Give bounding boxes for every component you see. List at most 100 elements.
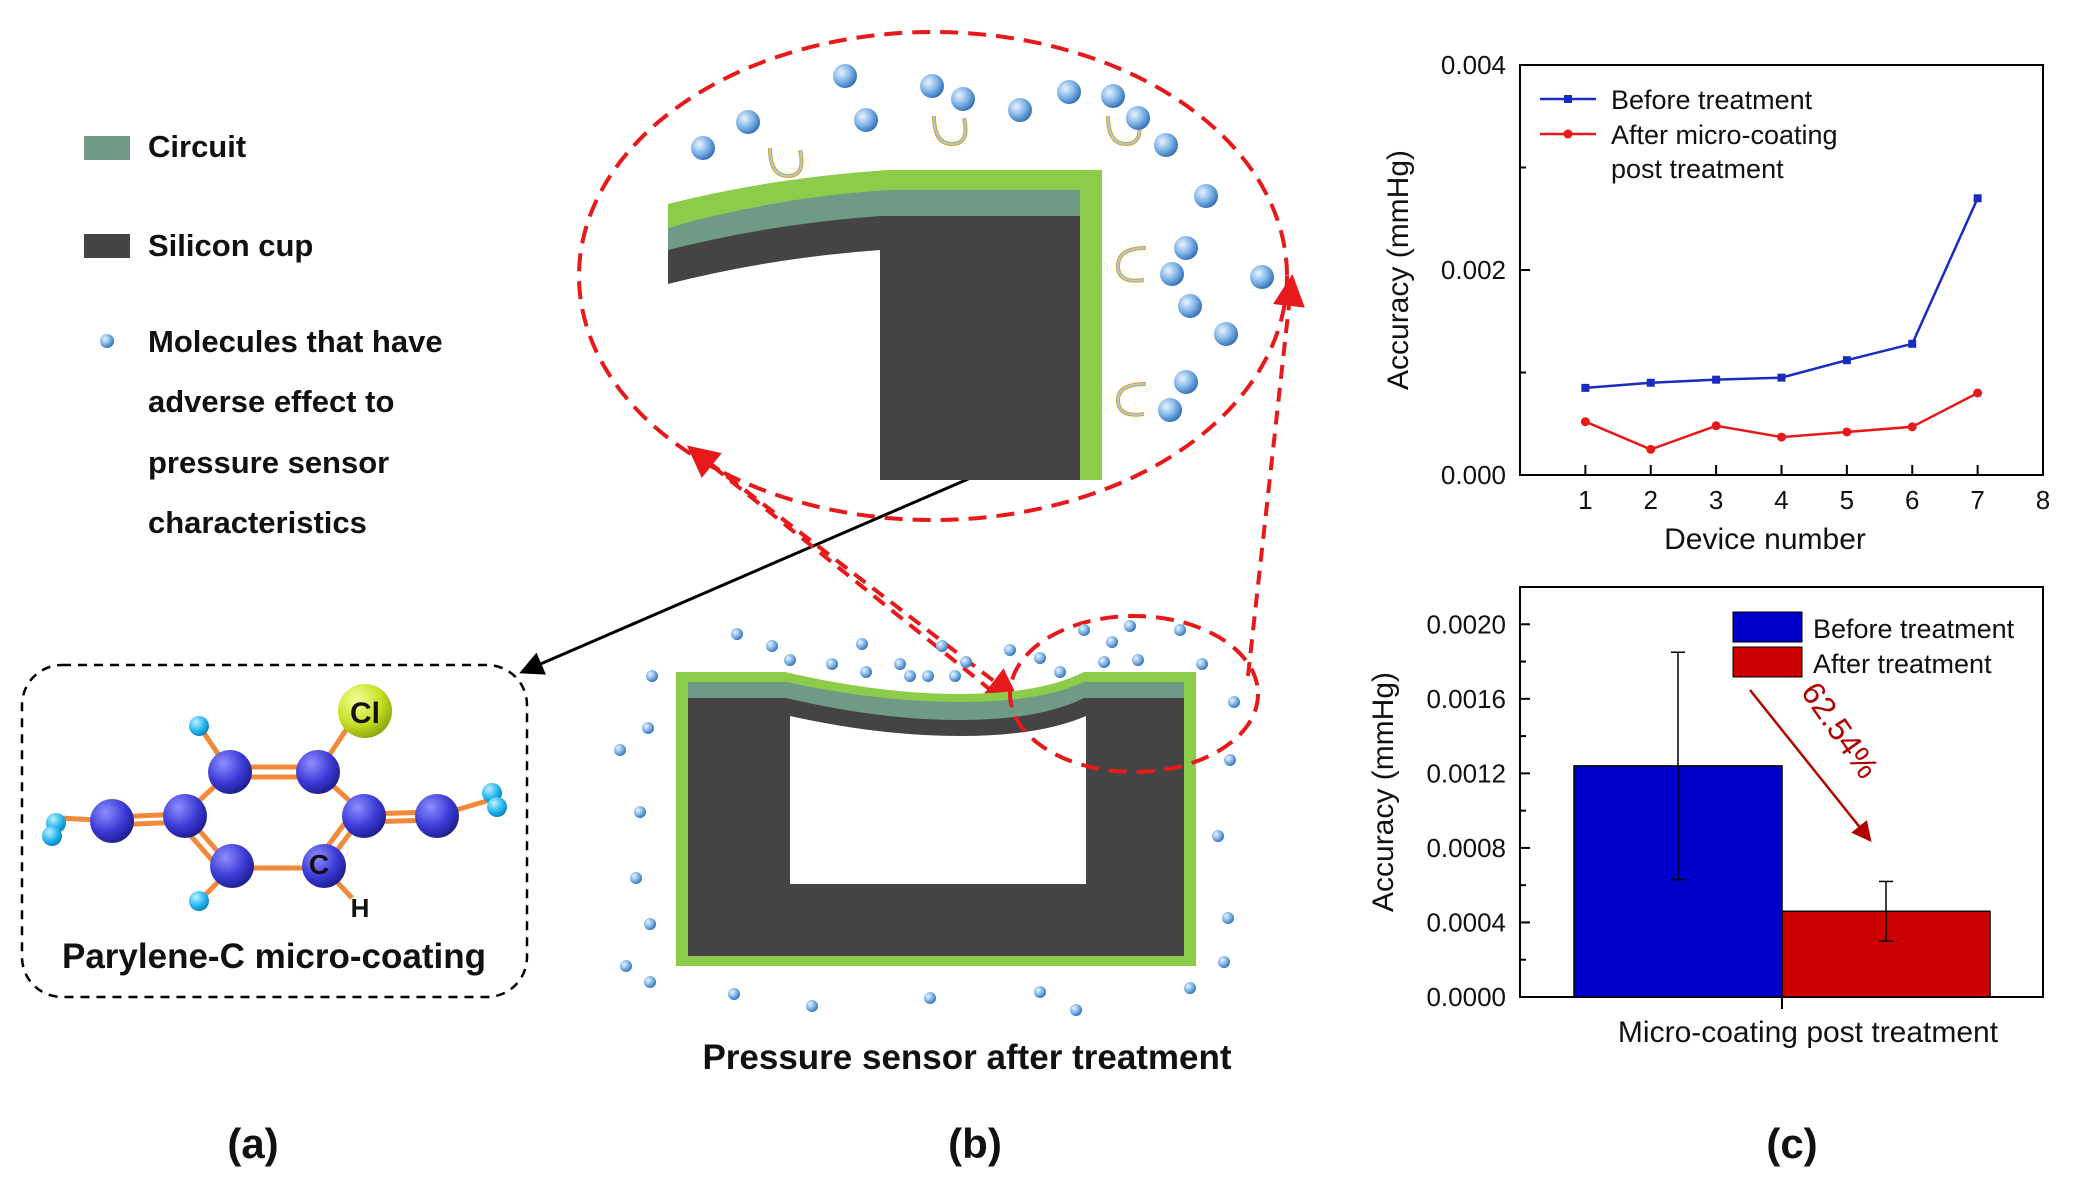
data-point-before bbox=[1646, 378, 1655, 387]
molecule-icon bbox=[1224, 754, 1236, 766]
molecule-icon bbox=[1106, 636, 1118, 648]
molecule-icon bbox=[894, 658, 906, 670]
x-tick-label: 7 bbox=[1970, 485, 1984, 515]
panel-label-c: (c) bbox=[1766, 1120, 1817, 1167]
molecule-icon bbox=[728, 988, 740, 1000]
molecule-icon bbox=[826, 658, 838, 670]
data-point-after bbox=[1973, 388, 1983, 398]
legend-circuit-label: Circuit bbox=[148, 129, 246, 164]
molecule-icon bbox=[642, 722, 654, 734]
carbon-atom bbox=[296, 750, 340, 794]
molecule-icon bbox=[731, 628, 743, 640]
molecule-icon bbox=[1098, 656, 1110, 668]
sensor-caption: Pressure sensor after treatment bbox=[702, 1038, 1231, 1077]
molecule-icon bbox=[1222, 912, 1234, 924]
carbon-atom bbox=[302, 844, 346, 888]
zoom-circuit bbox=[668, 190, 1080, 252]
y-tick-label: 0.0000 bbox=[1426, 982, 1506, 1012]
chlorine-atom bbox=[338, 684, 392, 738]
zoom-connector-right bbox=[1246, 274, 1305, 677]
legend-molecules-line3: pressure sensor bbox=[148, 445, 389, 480]
x-tick-label: 3 bbox=[1709, 485, 1723, 515]
legend-after-line1: After micro-coating bbox=[1611, 120, 1838, 150]
legend-after-line2: post treatment bbox=[1611, 154, 1784, 184]
hydrogen-atom bbox=[487, 797, 507, 817]
legend-silicon-label: Silicon cup bbox=[148, 228, 313, 263]
molecule-icon bbox=[1196, 658, 1208, 670]
molecule-icon bbox=[1160, 262, 1184, 286]
molecule-icon bbox=[784, 654, 796, 666]
molecule-icon bbox=[1101, 84, 1125, 108]
molecule-icon bbox=[1174, 236, 1198, 260]
molecule-icon bbox=[1158, 398, 1182, 422]
circuit-swatch bbox=[84, 136, 130, 160]
y-tick-label: 0.0012 bbox=[1426, 758, 1506, 788]
molecule-icon bbox=[1174, 624, 1186, 636]
molecule-icon bbox=[691, 136, 715, 160]
hydrogen-label: H bbox=[351, 893, 370, 923]
line-chart-xlabel: Device number bbox=[1664, 523, 1866, 556]
sensor-zoom-region bbox=[1008, 614, 1260, 774]
molecule-swatch bbox=[100, 334, 114, 348]
data-point-before bbox=[1908, 339, 1917, 348]
x-tick-label: 6 bbox=[1905, 485, 1919, 515]
y-tick-label: 0.000 bbox=[1441, 460, 1506, 490]
data-point-before bbox=[1973, 194, 1982, 203]
sensor-cavity bbox=[790, 716, 1086, 884]
molecule-icon bbox=[904, 670, 916, 682]
carbon-label: C bbox=[309, 849, 329, 880]
molecule-icon bbox=[1154, 133, 1178, 157]
x-tick-label: 4 bbox=[1774, 485, 1788, 515]
molecule-icon bbox=[949, 670, 961, 682]
molecule-icon bbox=[1194, 184, 1218, 208]
bounce-arrows-inner bbox=[769, 115, 1147, 416]
molecule-icon bbox=[806, 1000, 818, 1012]
molecule-icon bbox=[646, 670, 658, 682]
molecule-icon bbox=[860, 666, 872, 678]
line-chart-series bbox=[1580, 194, 1983, 454]
molecule-icon bbox=[1174, 370, 1198, 394]
molecule-icon bbox=[854, 108, 878, 132]
data-point-before bbox=[1581, 383, 1590, 392]
line-chart-legend: Before treatment After micro-coating pos… bbox=[1540, 85, 1838, 184]
y-tick-label: 0.0004 bbox=[1426, 907, 1506, 937]
molecule-icon bbox=[1184, 982, 1196, 994]
molecule-icon bbox=[644, 918, 656, 930]
y-tick-label: 0.004 bbox=[1441, 50, 1506, 80]
y-tick-label: 0.002 bbox=[1441, 255, 1506, 285]
molecule-icon bbox=[614, 744, 626, 756]
legend-molecules-line2: adverse effect to bbox=[148, 384, 394, 419]
data-point-before bbox=[1842, 356, 1851, 365]
y-tick-label: 0.0008 bbox=[1426, 833, 1506, 863]
molecule-icon bbox=[856, 638, 868, 650]
data-point-after bbox=[1580, 417, 1590, 427]
reduction-annotation: 62.54% bbox=[1794, 675, 1886, 785]
sensor-molecules bbox=[614, 620, 1240, 1016]
molecule-box-border bbox=[20, 663, 529, 999]
data-point-after bbox=[1842, 427, 1852, 437]
legend-marker-red bbox=[1563, 129, 1573, 139]
x-tick-label: 1 bbox=[1578, 485, 1592, 515]
molecule-icon bbox=[1250, 265, 1274, 289]
molecule-icon bbox=[1212, 830, 1224, 842]
line-chart-ylabel: Accuracy (mmHg) bbox=[1382, 150, 1415, 390]
carbon-atom bbox=[163, 794, 207, 838]
reduction-arrow bbox=[1749, 689, 1872, 842]
x-tick-label: 8 bbox=[2036, 485, 2050, 515]
molecule-icon bbox=[922, 670, 934, 682]
molecule-icon bbox=[833, 64, 857, 88]
hydrogen-atom bbox=[189, 891, 209, 911]
molecule-icon bbox=[634, 806, 646, 818]
y-tick-label: 0.0020 bbox=[1426, 609, 1506, 639]
zoomed-view bbox=[577, 30, 1289, 522]
legend-swatch-red bbox=[1732, 646, 1803, 678]
legend-swatch-blue bbox=[1732, 611, 1803, 643]
legend-bar-before: Before treatment bbox=[1813, 614, 2015, 644]
molecule-icon bbox=[1218, 956, 1230, 968]
molecule-icon bbox=[1004, 644, 1016, 656]
molecule-icon bbox=[644, 976, 656, 988]
data-point-after bbox=[1907, 422, 1917, 432]
legend-bar-after: After treatment bbox=[1813, 649, 1992, 679]
